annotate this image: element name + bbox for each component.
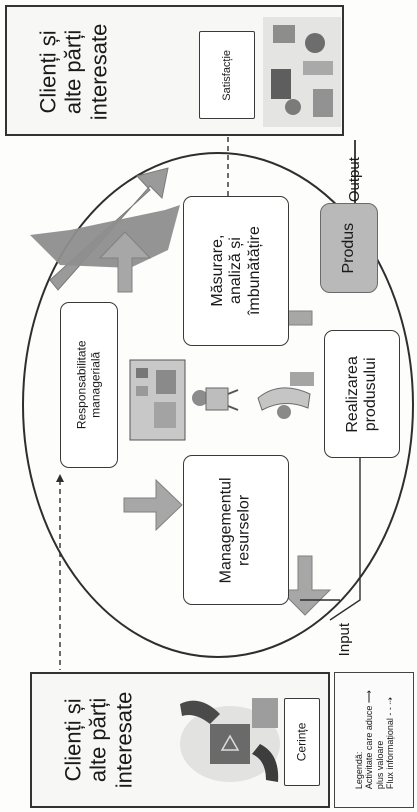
- resources-box: Managementul resurselor: [183, 455, 289, 605]
- worker-illustration: [257, 372, 314, 419]
- bottom-panel-title: Clienți și alte părți interesate: [60, 691, 136, 789]
- legend-dashed-arrow-icon: - - ⇢: [384, 697, 395, 716]
- satisfaction-box: Satisfacție: [199, 31, 255, 119]
- realization-box: Realizarea produsului: [324, 330, 400, 458]
- requirements-label: Cerințe: [294, 722, 309, 762]
- legend-solid-arrow-icon: ⟶: [363, 690, 374, 704]
- cycle-arrow-top: [98, 231, 152, 293]
- responsibility-box: Responsabilitate managerială: [60, 302, 118, 468]
- satisfaction-illustration: [263, 17, 341, 127]
- input-label: Input: [336, 623, 354, 657]
- product-label: Produs: [339, 222, 357, 274]
- manager-illustration: [129, 359, 239, 441]
- satisfaction-label: Satisfacție: [220, 49, 233, 101]
- legend-title: Legendă:: [353, 751, 364, 790]
- product-box: Produs: [320, 203, 378, 293]
- legend-value-activity: Activitate care aduce: [363, 705, 374, 790]
- cycle-arrow-left: [123, 478, 183, 532]
- bottom-stakeholders-panel: Clienți și alte părți interesate Cerințe: [30, 672, 330, 808]
- top-panel-title: Clienți și alte părți interesate: [35, 23, 111, 121]
- measurement-box: Măsurare, analiză și îmbunătățire: [183, 196, 289, 346]
- requirements-illustration: [180, 698, 280, 782]
- legend: Legendă: Activitate care aduce ⟶ plus va…: [334, 672, 414, 808]
- top-stakeholders-panel: Clienți și alte părți interesate Satisfa…: [5, 5, 344, 136]
- legend-info-flow: Flux informațional: [384, 718, 395, 790]
- process-cycle-circle: [22, 152, 414, 658]
- requirements-box: Cerințe: [284, 698, 320, 786]
- info-flow-bottom-arrow: [56, 474, 64, 482]
